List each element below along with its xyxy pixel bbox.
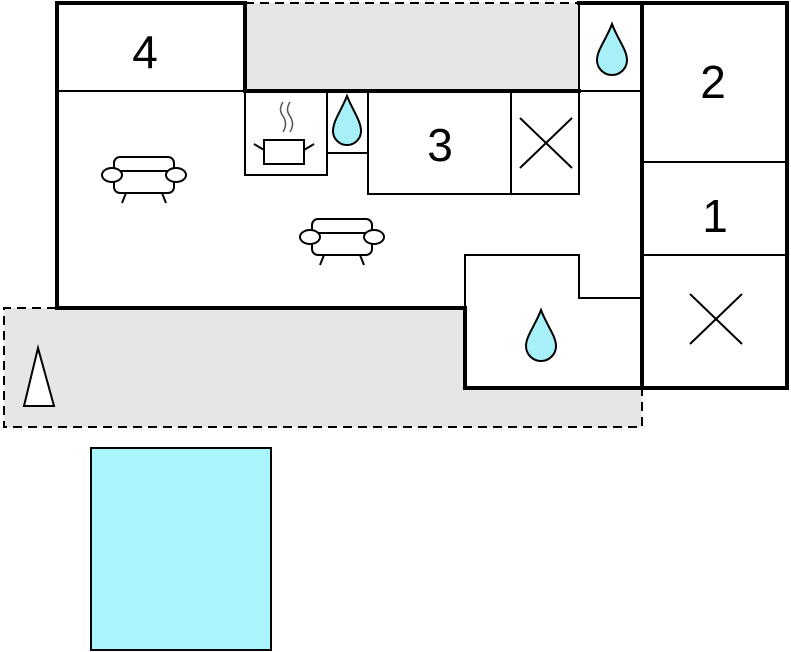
- terrace-bottom-dashed-edge: [3, 307, 643, 428]
- room-2-label: 2: [700, 56, 726, 108]
- exterior-walls: [55, 1, 789, 390]
- terrace-top: [245, 3, 579, 91]
- kitchen-pot-icon: [253, 101, 315, 165]
- water-drop-icon: [595, 21, 629, 76]
- sofa-icon: [101, 156, 187, 204]
- water-drop-icon: [331, 93, 363, 146]
- room-1-label: 1: [702, 190, 728, 242]
- room-4-label: 4: [132, 26, 158, 78]
- water-drop-icon: [524, 307, 558, 362]
- terrace-bottom: [4, 308, 642, 427]
- bed-cross-icon: [689, 293, 743, 345]
- north-arrow-icon: [22, 344, 56, 407]
- bed-cross-icon: [519, 117, 573, 169]
- sofa-icon: [299, 218, 385, 266]
- room-3-label: 3: [427, 119, 453, 171]
- pool: [90, 447, 272, 651]
